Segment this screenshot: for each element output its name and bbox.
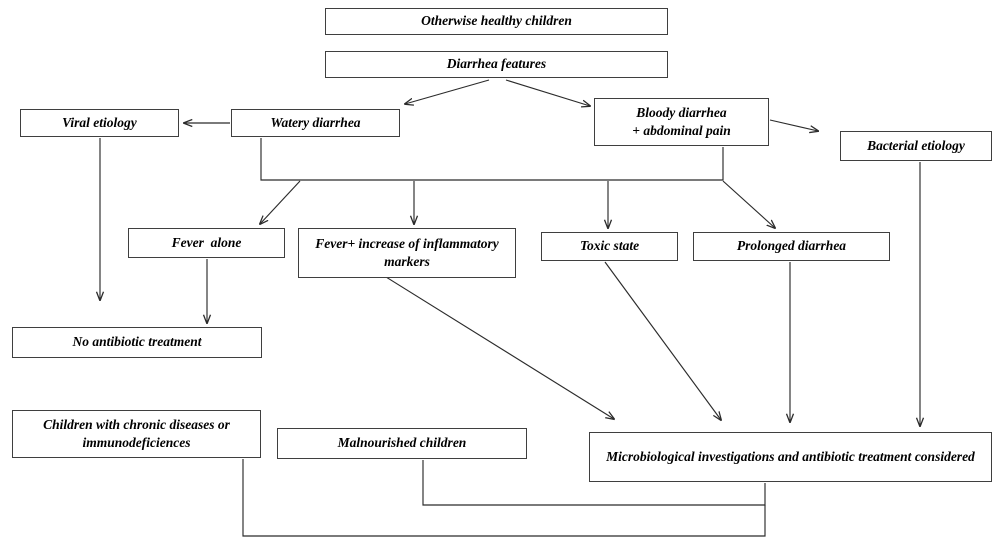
- edge-toxic-state-to-microbiological: [604, 261, 721, 420]
- node-viral-etiology[interactable]: Viral etiology: [20, 109, 179, 137]
- edge-features-to-bloody: [505, 79, 590, 106]
- node-toxic-state[interactable]: Toxic state: [541, 232, 678, 261]
- node-children-with-chronic-diseases[interactable]: Children with chronic diseases or immuno…: [12, 410, 261, 458]
- node-no-antibiotic-treatment[interactable]: No antibiotic treatment: [12, 327, 262, 358]
- edge-bloody-to-bacterial: [769, 119, 818, 131]
- edge-bus-to-fever-alone: [260, 180, 301, 224]
- edge-fever-markers-to-microbiological: [377, 271, 614, 419]
- node-bloody-diarrhea[interactable]: Bloody diarrhea + abdominal pain: [594, 98, 769, 146]
- node-prolonged-diarrhea[interactable]: Prolonged diarrhea: [693, 232, 890, 261]
- edge-bus-to-prolonged-diarrhea: [722, 180, 775, 228]
- node-malnourished-children[interactable]: Malnourished children: [277, 428, 527, 459]
- node-watery-diarrhea[interactable]: Watery diarrhea: [231, 109, 400, 137]
- node-bacterial-etiology[interactable]: Bacterial etiology: [840, 131, 992, 161]
- node-fever-plus-inflammatory-markers[interactable]: Fever+ increase of inflammatory markers: [298, 228, 516, 278]
- node-microbiological-investigations[interactable]: Microbiological investigations and antib…: [589, 432, 992, 482]
- node-fever-alone[interactable]: Fever alone: [128, 228, 285, 258]
- node-otherwise-healthy-children[interactable]: Otherwise healthy children: [325, 8, 668, 35]
- node-diarrhea-features[interactable]: Diarrhea features: [325, 51, 668, 78]
- edge-features-to-watery: [405, 79, 490, 104]
